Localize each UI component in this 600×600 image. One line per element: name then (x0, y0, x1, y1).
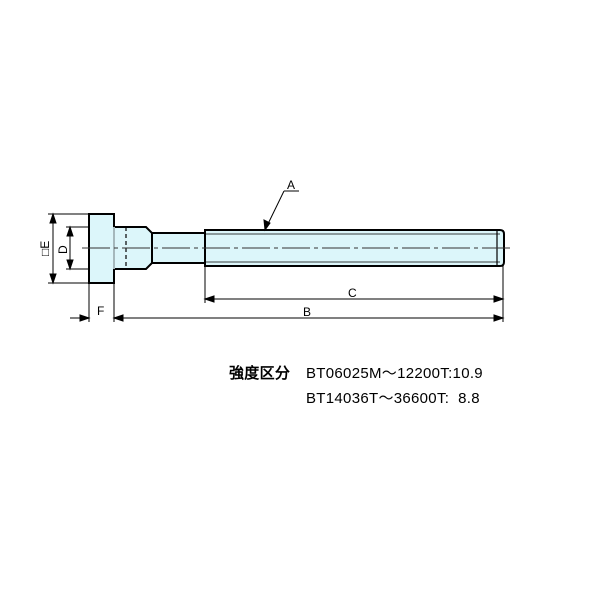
label-B: B (303, 305, 311, 319)
label-A: A (287, 178, 295, 192)
strength-class-line-2: BT14036T〜36600T: 8.8 (306, 390, 480, 407)
dimension-B (114, 314, 505, 322)
leader-A (263, 190, 299, 232)
label-D: D (56, 245, 70, 254)
dimension-D (66, 225, 89, 271)
label-C: C (348, 286, 357, 300)
label-E: □E (38, 241, 52, 256)
strength-class-line-1: BT06025M〜12200T:10.9 (306, 365, 483, 382)
dimension-E (48, 212, 89, 285)
strength-class-heading: 強度区分 (229, 365, 291, 382)
label-F: F (97, 304, 104, 318)
dimension-C (203, 295, 505, 303)
